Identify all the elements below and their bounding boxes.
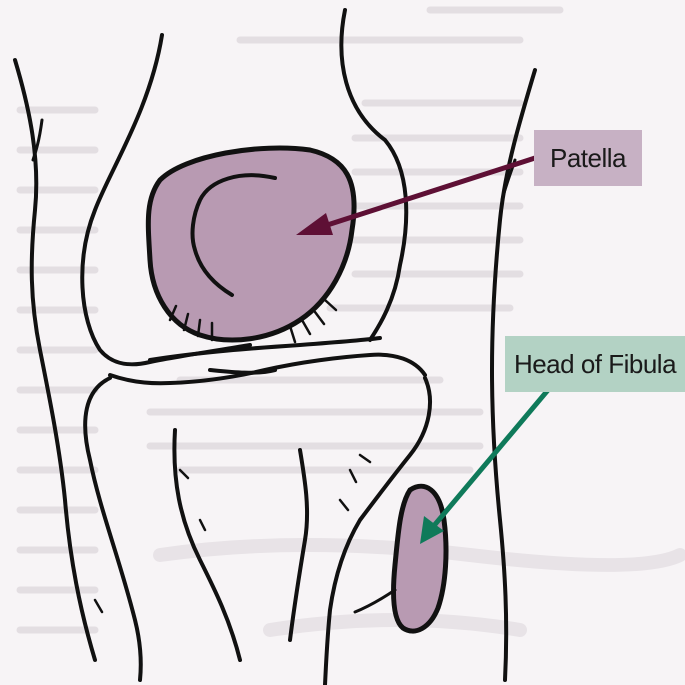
patella-label-text: Patella bbox=[550, 143, 626, 174]
fibula-label-text: Head of Fibula bbox=[514, 349, 676, 380]
patella-label: Patella bbox=[534, 130, 642, 186]
fibula-label: Head of Fibula bbox=[505, 336, 685, 392]
